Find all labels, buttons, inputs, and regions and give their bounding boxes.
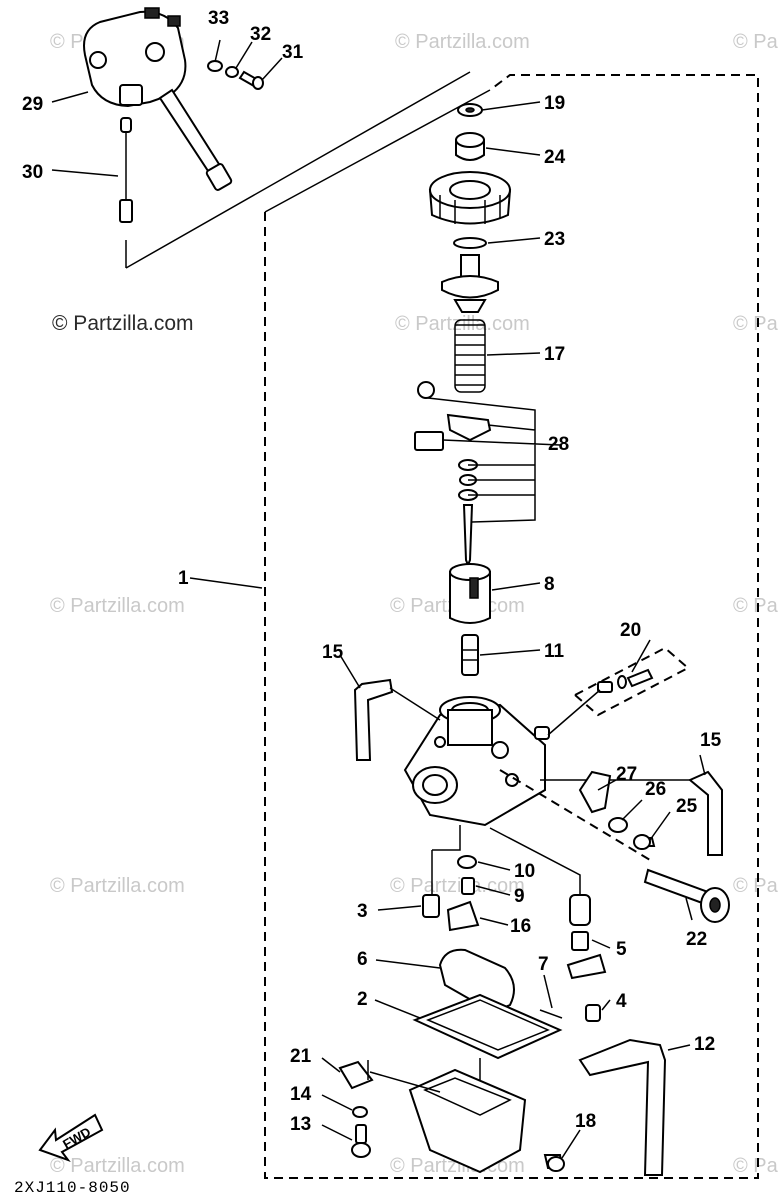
part-16-holder <box>446 900 480 932</box>
assembly-top-bracket <box>125 71 491 269</box>
callout-10: 10 <box>514 861 535 882</box>
part-24-cap-nut <box>455 132 485 161</box>
part-mixing-chamber-top <box>441 254 499 313</box>
callout-18: 18 <box>575 1111 596 1132</box>
part-4-screw <box>585 1004 601 1022</box>
callout-22: 22 <box>686 929 707 950</box>
watermark: © Partzilla.com <box>50 1155 185 1177</box>
part-10-washer <box>457 855 477 869</box>
part-2-gasket <box>412 993 563 1060</box>
callout-16: 16 <box>510 916 531 937</box>
part-26-washer <box>608 817 628 833</box>
callout-12: 12 <box>694 1034 715 1055</box>
callout-6: 6 <box>357 949 368 970</box>
leader-lines <box>51 39 706 1159</box>
callout-20: 20 <box>620 620 641 641</box>
callout-13: 13 <box>290 1114 311 1135</box>
part-15-hose-left <box>353 678 441 761</box>
watermark: © Pa <box>733 875 779 897</box>
callout-15-left: 15 <box>322 642 344 663</box>
part-25-screw <box>633 834 656 850</box>
callout-23: 23 <box>544 229 565 250</box>
watermark-group: © Partzilla.com © Partzilla.com © Pa © P… <box>50 31 779 1177</box>
part-28-needle-set <box>414 381 561 568</box>
part-8-throttle-valve <box>449 563 491 624</box>
callout-27: 27 <box>616 764 637 785</box>
callout-4: 4 <box>616 991 627 1012</box>
callout-19: 19 <box>544 93 565 114</box>
callout-29: 29 <box>22 94 43 115</box>
callout-30: 30 <box>22 162 43 183</box>
callout-5: 5 <box>616 939 627 960</box>
callout-33: 33 <box>208 8 229 29</box>
watermark: © Partzilla.com <box>390 875 525 897</box>
callout-14: 14 <box>290 1084 312 1105</box>
watermark: © Pa <box>733 1155 779 1177</box>
watermark: © Partzilla.com <box>395 31 530 53</box>
callout-25: 25 <box>676 796 698 817</box>
part-17-spring <box>454 319 486 393</box>
part-14-washer <box>352 1106 368 1118</box>
callout-labels: 33 32 31 29 30 19 24 23 17 28 8 11 1 15 … <box>22 8 722 1135</box>
throttle-housing-part <box>83 7 233 191</box>
diagram-code: 2XJ110-8050 <box>14 1179 131 1197</box>
part-21-plate <box>338 1060 374 1090</box>
part-11-needle-jet <box>461 634 479 676</box>
callout-11: 11 <box>544 641 565 662</box>
part-3-jet <box>422 894 440 918</box>
part-20-pilot-screw-set <box>534 646 690 740</box>
watermark: © Partzilla.com <box>50 595 185 617</box>
part-top-cap <box>428 171 512 225</box>
assembly-boundary <box>264 74 759 1179</box>
callout-26: 26 <box>645 779 666 800</box>
callout-32: 32 <box>250 24 271 45</box>
callout-8: 8 <box>544 574 555 595</box>
callout-1: 1 <box>178 568 189 589</box>
part-12-drain-hose <box>578 1038 667 1176</box>
part-7-pin <box>539 1009 563 1019</box>
part-27-bracket <box>578 770 612 814</box>
watermark: © Pa <box>733 595 779 617</box>
part-float-bowl <box>408 1068 527 1174</box>
watermark-main: © Partzilla.com <box>52 312 194 335</box>
watermark: © Partzilla.com <box>50 875 185 897</box>
part-22-stop-screw <box>643 868 730 923</box>
part-9-jet <box>461 877 475 895</box>
part-5-float-valve <box>566 894 607 980</box>
callout-9: 9 <box>514 886 525 907</box>
callout-24: 24 <box>544 147 566 168</box>
carburetor-body-part <box>403 696 546 827</box>
part-18-screw <box>543 1154 565 1172</box>
callout-7: 7 <box>538 954 549 975</box>
callout-2: 2 <box>357 989 368 1010</box>
watermark: © Partzilla.com <box>395 313 530 335</box>
callout-28: 28 <box>548 434 569 455</box>
watermark: © Pa <box>733 313 779 335</box>
callout-15-right: 15 <box>700 730 722 751</box>
part-13-screw <box>351 1124 371 1158</box>
part-19-washer <box>457 103 483 117</box>
callout-21: 21 <box>290 1046 312 1067</box>
callout-3: 3 <box>357 901 368 922</box>
part-23-o-ring <box>453 237 487 249</box>
callout-17: 17 <box>544 344 565 365</box>
small-hardware-parts <box>207 60 264 90</box>
throttle-cable-part <box>119 117 133 223</box>
fwd-arrow: FWD <box>38 1113 104 1163</box>
watermark: © Pa <box>733 31 779 53</box>
callout-31: 31 <box>282 42 304 63</box>
